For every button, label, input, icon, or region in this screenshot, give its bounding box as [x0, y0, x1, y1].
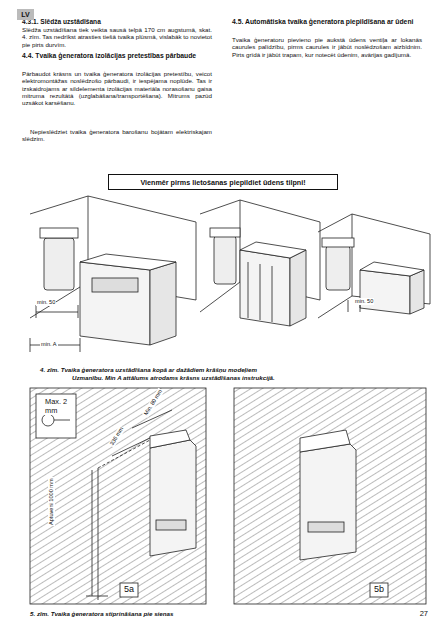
dimension-label: min. 50	[36, 299, 56, 306]
section-heading: 4.4. Tvaika ģeneratora izolācijas pretes…	[22, 52, 212, 60]
dimension-label: Max. 2 mm	[44, 398, 74, 415]
body-text: Pārbaudot krāsns un tvaika ģeneratora iz…	[22, 70, 212, 107]
section-heading: 4.5. Automātiska tvaika ģeneratora piepi…	[232, 18, 422, 26]
notice-box: Vienmēr pirms lietošanas piepildiet ūden…	[108, 174, 338, 190]
figure-caption: Uzmanību. Min A attālums atrodams krāsns…	[72, 374, 372, 381]
figure-tag: 5b	[371, 584, 387, 595]
figure-caption: 4. zīm. Tvaika ģeneratora uzstādīšana ko…	[40, 366, 360, 373]
box-text: LV	[21, 11, 29, 18]
dimension-label: Aptuveni 1000 mm	[48, 477, 55, 526]
body-text: Slēdža uzstādīšana tiek veikta sausā tel…	[22, 26, 212, 48]
box-text: Vienmēr pirms lietošanas piepildiet ūden…	[140, 178, 305, 187]
dimension-label: min. 50	[354, 298, 374, 305]
figure-tag: 5a	[121, 584, 137, 595]
body-text: Nepieslēdziet tvaika ģeneratora barošanu…	[22, 128, 212, 143]
page-number: 27	[408, 610, 428, 619]
section-heading: 4.3.1. Slēdža uzstādīšana	[22, 18, 212, 26]
figure-caption: 5. zīm. Tvaika ģeneratora stiprināšana p…	[30, 610, 330, 617]
body-text: Tvaika ģeneratoru pievieno pie aukstā ūd…	[232, 36, 422, 58]
dimension-label: min. A	[40, 341, 58, 348]
language-badge: LV	[17, 9, 34, 20]
